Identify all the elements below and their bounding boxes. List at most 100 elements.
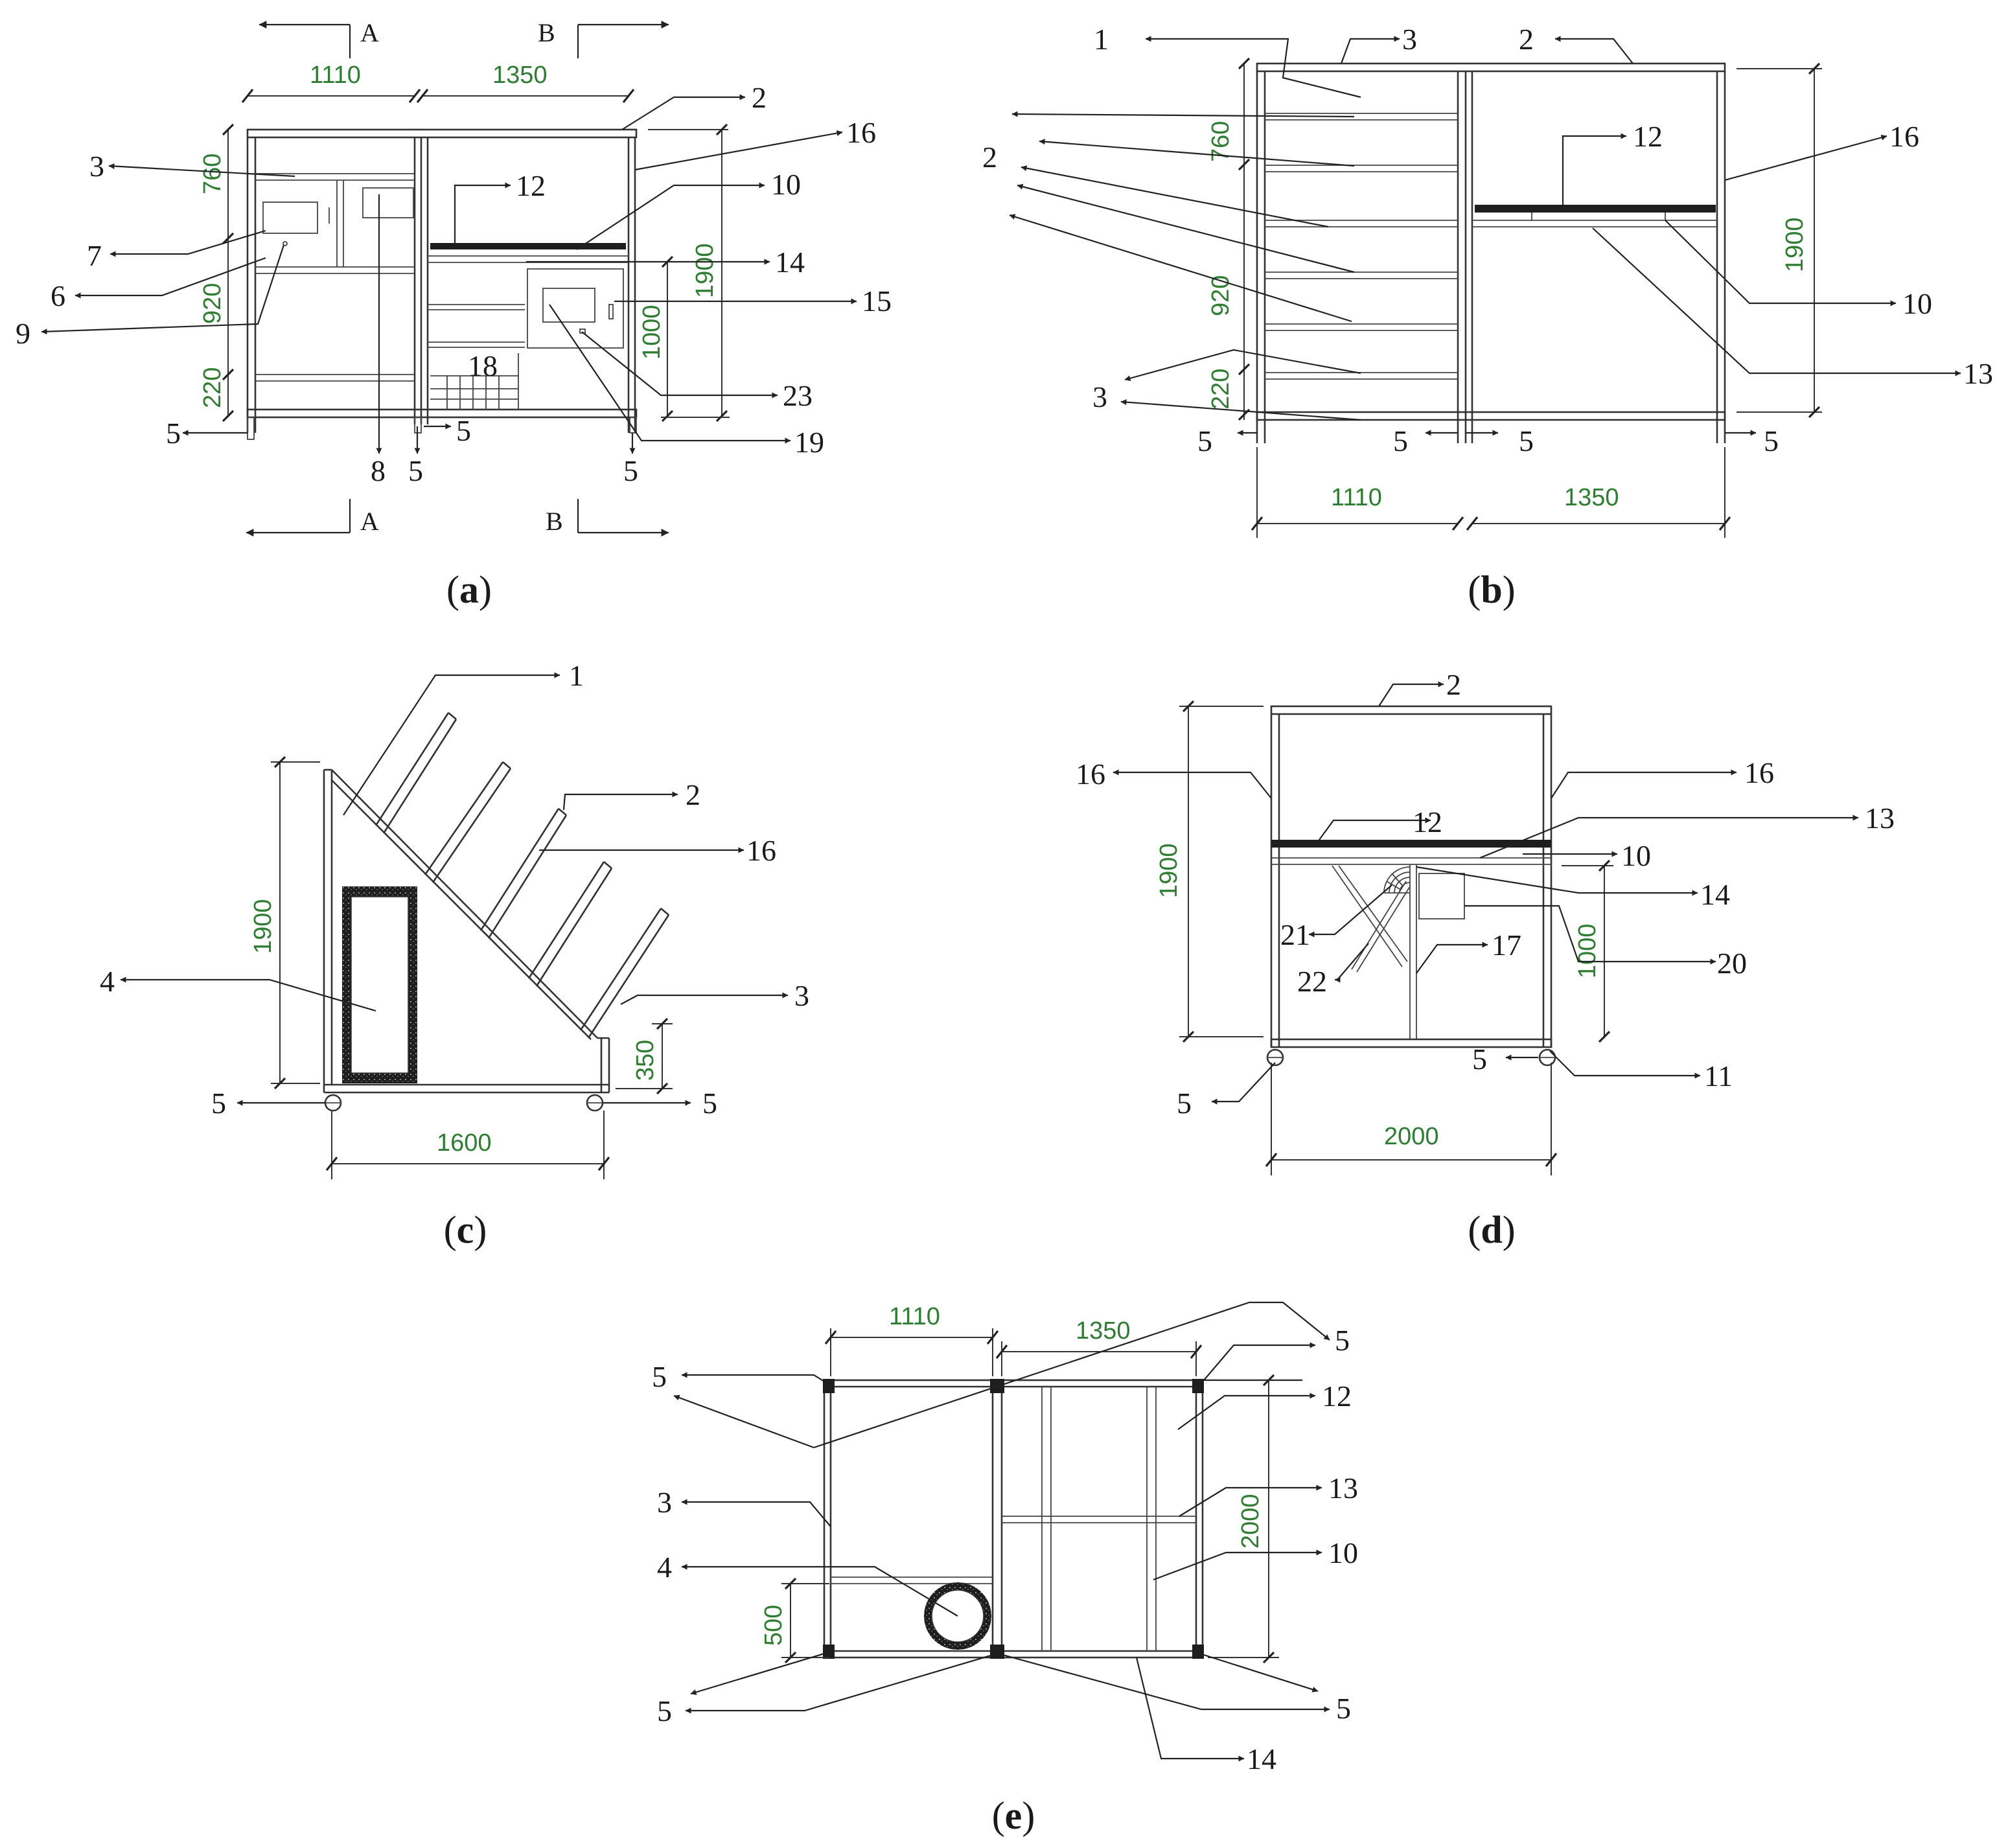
labels-a: 2 16 12 10 14 15 23 19 18 3 7 6 9 5 xyxy=(16,81,892,487)
label-16-d-right: 16 xyxy=(1744,756,1774,789)
dim-350-c: 350 xyxy=(632,1040,659,1081)
dim-220-a: 220 xyxy=(199,367,226,408)
label-2-d: 2 xyxy=(1446,668,1461,701)
label-22-d: 22 xyxy=(1297,965,1327,998)
dimensions-b: 760 920 220 1900 1110 1350 xyxy=(1207,57,1822,538)
dim-2000-e: 2000 xyxy=(1237,1494,1264,1549)
rack-18-a xyxy=(430,353,519,410)
label-12-d: 12 xyxy=(1413,805,1442,838)
section-markers-a: A B A B xyxy=(246,18,669,537)
label-3-b-left: 3 xyxy=(1092,380,1107,413)
dim-760-a: 760 xyxy=(199,154,226,194)
label-9-a: 9 xyxy=(16,317,30,350)
frame-b xyxy=(1256,62,1726,443)
frame-d xyxy=(1266,705,1556,1067)
label-1-c: 1 xyxy=(569,659,584,692)
caption-e: (e) xyxy=(992,1794,1035,1837)
label-15-a: 15 xyxy=(862,284,892,318)
label-10-a: 10 xyxy=(771,168,801,201)
dim-1900-a: 1900 xyxy=(691,243,719,298)
label-6-a: 6 xyxy=(51,279,65,312)
shelf-12-b xyxy=(1475,205,1716,213)
panel-a: A B A B xyxy=(16,18,892,611)
label-14-d: 14 xyxy=(1700,878,1730,911)
label-5-b4: 5 xyxy=(1764,424,1779,457)
caption-b: (b) xyxy=(1468,568,1515,611)
label-5-e2: 5 xyxy=(1335,1324,1350,1357)
label-2-c: 2 xyxy=(686,778,700,811)
frame-c xyxy=(323,712,670,1112)
label-2-b-top: 2 xyxy=(1519,23,1534,56)
dim-1900-c: 1900 xyxy=(249,899,277,954)
label-20-d: 20 xyxy=(1717,947,1747,980)
dim-1600-c: 1600 xyxy=(437,1129,492,1157)
label-4-e: 4 xyxy=(657,1551,672,1584)
label-5-b3: 5 xyxy=(1519,424,1534,457)
caption-d: (d) xyxy=(1468,1208,1515,1251)
label-5-a1: 5 xyxy=(166,417,181,450)
label-5-d2: 5 xyxy=(1472,1043,1487,1076)
dimensions-e: 1110 1350 2000 500 xyxy=(760,1303,1279,1664)
label-2-b-left: 2 xyxy=(982,141,997,174)
dim-1110-a: 1110 xyxy=(310,62,361,89)
dim-920-a: 920 xyxy=(199,283,226,324)
dim-220-b: 220 xyxy=(1207,369,1234,410)
label-7-a: 7 xyxy=(87,239,102,272)
labels-b: 1 3 2 2 3 5 5 5 5 12 16 xyxy=(982,23,1993,457)
labels-e: 5 5 12 13 10 3 4 5 5 14 xyxy=(652,1301,1358,1775)
caption-c: (c) xyxy=(444,1208,487,1251)
label-16-c: 16 xyxy=(746,834,776,867)
label-23-a: 23 xyxy=(783,379,813,412)
dim-1350-b: 1350 xyxy=(1564,484,1619,511)
dim-1350-e: 1350 xyxy=(1076,1317,1131,1345)
panel-c: 1900 350 1600 1 2 16 3 4 5 xyxy=(100,659,809,1251)
label-5-e1: 5 xyxy=(652,1360,667,1393)
label-13-d: 13 xyxy=(1865,802,1895,835)
label-3-c: 3 xyxy=(794,979,809,1012)
label-5-a2: 5 xyxy=(408,454,423,487)
dim-1110-b: 1110 xyxy=(1331,484,1382,511)
label-5-b2: 5 xyxy=(1393,424,1408,457)
shelf-12-d xyxy=(1271,840,1551,848)
label-5-e4: 5 xyxy=(1336,1692,1351,1725)
label-16-b: 16 xyxy=(1889,120,1919,153)
label-12-a: 12 xyxy=(516,169,546,202)
label-2-a: 2 xyxy=(752,81,767,114)
dim-1000-d: 1000 xyxy=(1574,923,1601,978)
label-12-e: 12 xyxy=(1322,1380,1352,1413)
label-5-d1: 5 xyxy=(1177,1087,1192,1120)
label-16-a: 16 xyxy=(846,116,876,149)
label-14-a: 14 xyxy=(775,246,805,279)
dim-1110-e: 1110 xyxy=(889,1303,940,1330)
label-5-a4: 5 xyxy=(623,454,638,487)
dim-920-b: 920 xyxy=(1207,275,1234,316)
label-3-e: 3 xyxy=(657,1486,672,1519)
label-11-d: 11 xyxy=(1704,1059,1733,1092)
dimensions-a: 1110 1350 760 920 220 1900 1000 xyxy=(199,62,730,422)
label-1-b: 1 xyxy=(1094,23,1109,56)
panel-b: 760 920 220 1900 1110 1350 1 3 xyxy=(982,23,1993,611)
panel-d: 1900 1000 2000 2 16 16 12 13 10 xyxy=(1076,668,1895,1251)
label-13-e: 13 xyxy=(1328,1472,1358,1505)
dim-2000-d: 2000 xyxy=(1384,1123,1439,1150)
dimensions-d: 1900 1000 2000 xyxy=(1155,700,1613,1175)
label-19-a: 19 xyxy=(794,426,824,459)
label-5-b1: 5 xyxy=(1197,424,1212,457)
label-5-e3: 5 xyxy=(657,1694,672,1727)
section-mark-b-top: B xyxy=(538,18,555,47)
dim-500-e: 500 xyxy=(760,1605,787,1646)
label-10-b: 10 xyxy=(1902,287,1932,320)
dim-1900-d: 1900 xyxy=(1155,843,1183,898)
label-5-c2: 5 xyxy=(702,1087,717,1120)
label-12-b: 12 xyxy=(1633,120,1663,153)
section-mark-b-bottom: B xyxy=(546,507,563,536)
label-4-c: 4 xyxy=(100,965,115,998)
label-18-a: 18 xyxy=(468,349,498,382)
panel-e: 1110 1350 2000 500 5 5 12 13 xyxy=(652,1301,1358,1837)
label-8-a: 8 xyxy=(371,454,386,487)
frame-e xyxy=(823,1379,1204,1659)
dim-1350-a: 1350 xyxy=(492,62,548,89)
label-10-e: 10 xyxy=(1328,1536,1358,1569)
box-20-d xyxy=(1418,873,1465,919)
section-mark-a-bottom: A xyxy=(360,507,379,536)
